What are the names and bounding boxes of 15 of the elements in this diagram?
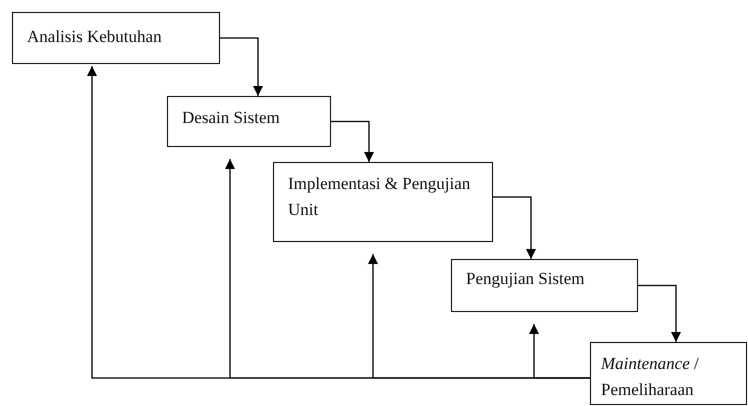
arrow <box>331 120 374 162</box>
step-label: Desain Sistem <box>182 107 281 129</box>
process-box <box>12 12 220 64</box>
arrow <box>638 284 681 342</box>
process-box <box>451 259 638 312</box>
step-label: Analisis Kebutuhan <box>27 26 163 48</box>
arrow <box>220 37 263 96</box>
step-label: Pengujian Sistem <box>466 268 586 290</box>
arrow <box>529 324 590 379</box>
arrow <box>493 196 536 259</box>
process-box <box>273 162 493 242</box>
process-box <box>590 342 747 405</box>
step-label: Maintenance / Pemeliharaan <box>601 353 700 402</box>
process-box <box>167 96 331 147</box>
step-label: Implementasi & Pengujian Unit <box>288 173 472 222</box>
